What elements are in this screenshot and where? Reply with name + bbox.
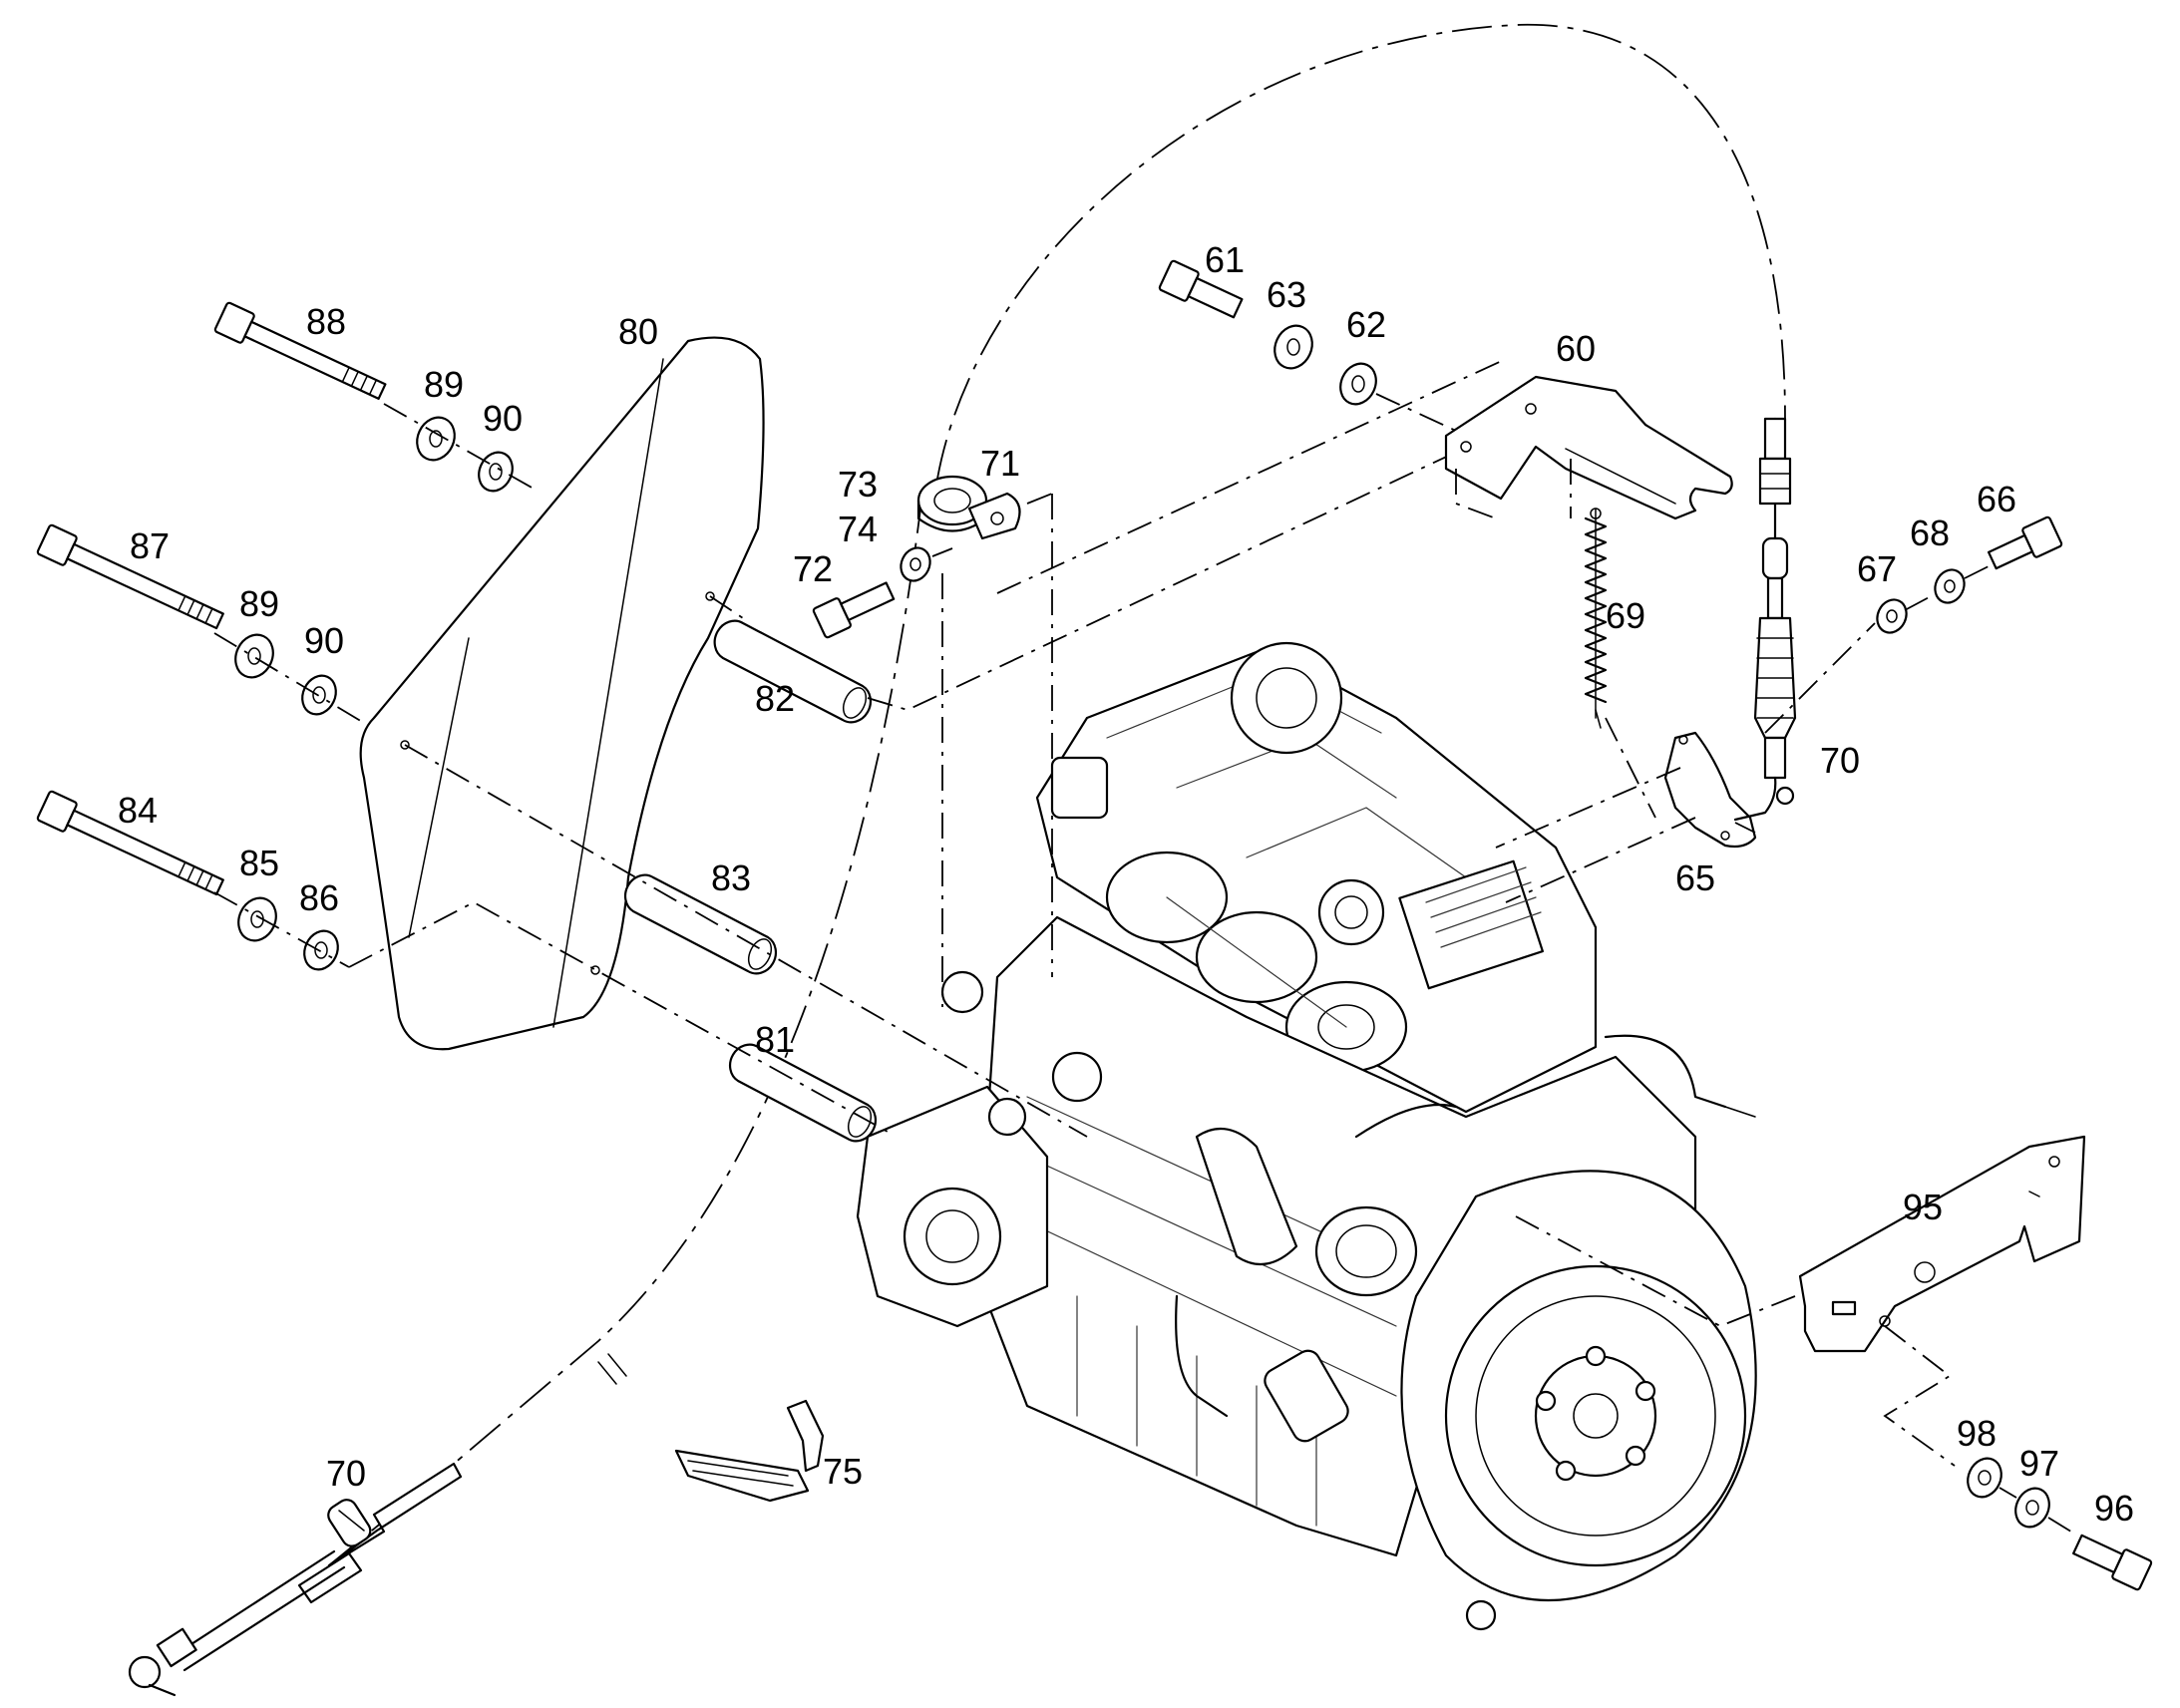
callout-89-mid: 89 xyxy=(239,583,279,624)
callout-61: 61 xyxy=(1205,239,1245,280)
callout-75: 75 xyxy=(823,1451,863,1492)
callout-90-top: 90 xyxy=(483,398,523,439)
washer-89-top xyxy=(416,416,456,462)
bolt-84 xyxy=(36,790,224,896)
bracket-65 xyxy=(1663,731,1757,849)
callout-72: 72 xyxy=(793,548,833,589)
callout-83: 83 xyxy=(711,857,751,898)
washer-68 xyxy=(1934,568,1966,604)
callout-70-upper: 70 xyxy=(1820,740,1860,781)
callout-74: 74 xyxy=(838,509,878,549)
bracket-80 xyxy=(359,336,765,1051)
bolt-87 xyxy=(36,523,224,630)
callout-67: 67 xyxy=(1857,548,1897,589)
callout-87: 87 xyxy=(130,525,170,566)
callout-70-lower: 70 xyxy=(326,1453,366,1494)
washer-86 xyxy=(303,929,339,971)
callout-81: 81 xyxy=(755,1019,795,1060)
engine-assembly xyxy=(856,641,1757,1631)
spring-69 xyxy=(1584,508,1608,729)
callout-85: 85 xyxy=(239,843,279,883)
bracket-hole xyxy=(400,740,410,750)
bracket-80-fold xyxy=(408,637,470,938)
bolt-96 xyxy=(2072,1534,2153,1591)
washer-62 xyxy=(1339,362,1377,406)
callout-96: 96 xyxy=(2094,1488,2134,1529)
spacer-83 xyxy=(623,873,778,975)
bracket-80-edge xyxy=(552,358,664,1028)
callout-86: 86 xyxy=(299,877,339,918)
callout-66: 66 xyxy=(1977,479,2016,519)
callout-60: 60 xyxy=(1556,328,1596,369)
callout-95: 95 xyxy=(1903,1187,1943,1227)
bracket-hole xyxy=(590,965,600,975)
clamp-71 xyxy=(967,492,1021,540)
bolt-88 xyxy=(213,301,387,400)
callout-labels: 61 63 62 60 69 65 70 66 68 67 71 73 74 7… xyxy=(118,239,2134,1529)
bracket-60 xyxy=(1444,375,1733,520)
callout-82: 82 xyxy=(755,678,795,719)
washer-90-top xyxy=(478,451,514,493)
callout-88: 88 xyxy=(306,301,346,342)
washer-85 xyxy=(237,896,277,942)
washer-74 xyxy=(900,546,931,582)
strap-75 xyxy=(674,1399,825,1503)
bolt-61 xyxy=(1158,259,1244,319)
spacer-81 xyxy=(728,1043,878,1143)
callout-63: 63 xyxy=(1267,274,1306,315)
washer-98 xyxy=(1967,1457,2002,1499)
callout-68: 68 xyxy=(1910,512,1950,553)
callout-62: 62 xyxy=(1346,304,1386,345)
callout-98: 98 xyxy=(1957,1413,1997,1454)
washer-89-mid xyxy=(234,633,274,679)
callout-80: 80 xyxy=(618,311,658,352)
callout-71: 71 xyxy=(980,443,1020,484)
control-cable-70-lower xyxy=(128,1462,463,1697)
bracket-95 xyxy=(1798,1135,2086,1353)
assembly-lines-left xyxy=(348,358,1507,1138)
cable-routing-line xyxy=(453,24,1786,1465)
control-cable-70-upper xyxy=(1733,417,1797,822)
bolt-66 xyxy=(1987,515,2063,570)
bolt-72 xyxy=(812,581,896,639)
bracket-hole xyxy=(705,591,715,601)
washer-97 xyxy=(2014,1487,2050,1529)
callout-69: 69 xyxy=(1606,595,1645,636)
callout-84: 84 xyxy=(118,790,158,831)
washer-63 xyxy=(1273,324,1313,370)
callout-97: 97 xyxy=(2019,1443,2059,1484)
callout-73: 73 xyxy=(838,464,878,505)
callout-90-mid: 90 xyxy=(304,620,344,661)
callout-89-top: 89 xyxy=(424,364,464,405)
washer-67 xyxy=(1876,598,1908,634)
callout-65: 65 xyxy=(1675,857,1715,898)
